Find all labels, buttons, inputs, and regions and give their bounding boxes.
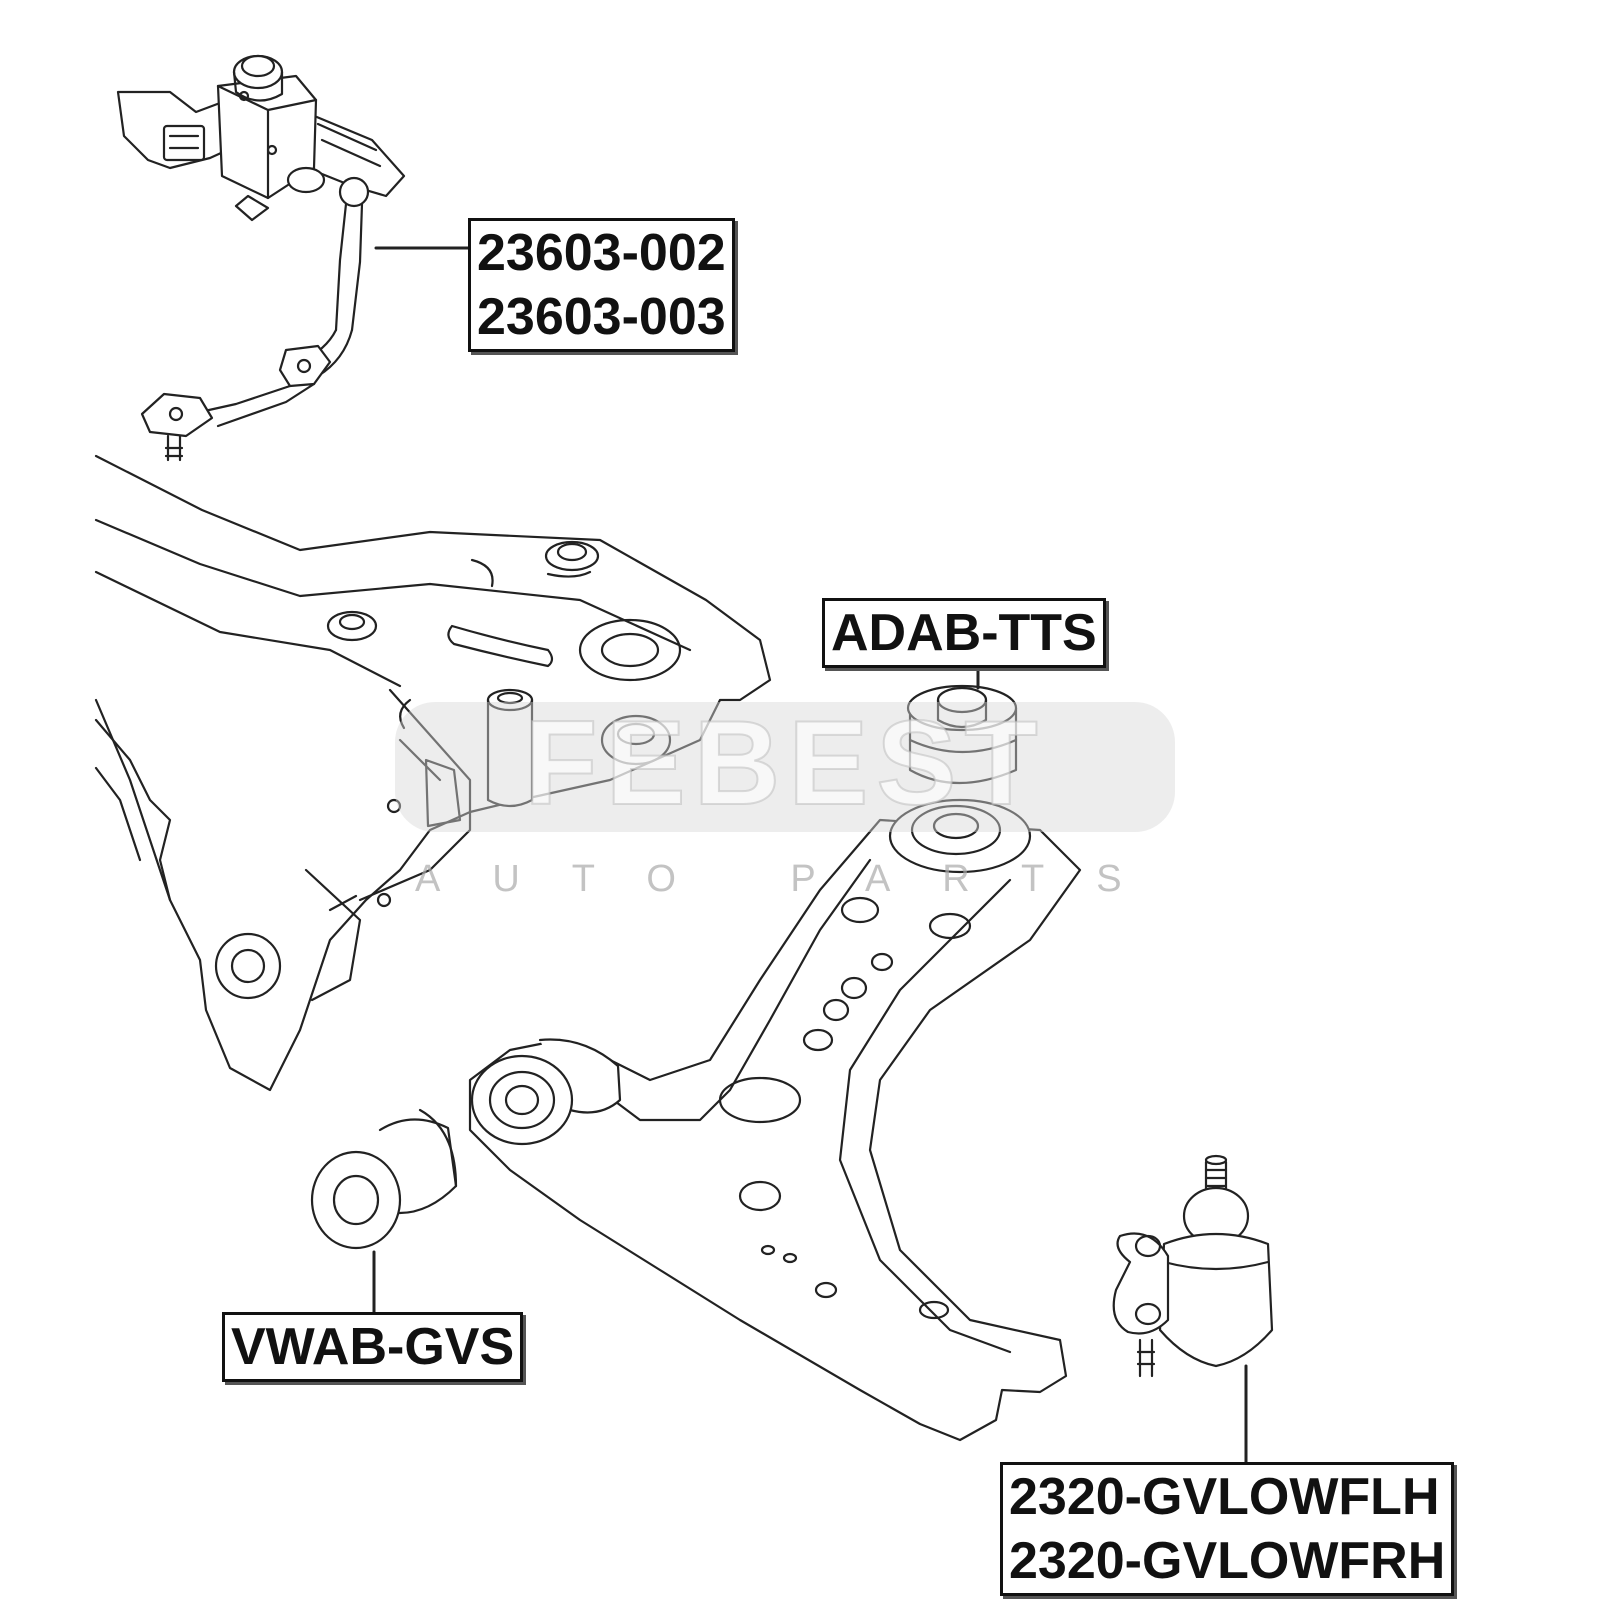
callout-leveling-sensor: 23603-002 23603-003 bbox=[468, 218, 735, 352]
part-number-2320-gvlowfrh: 2320-GVLOWFRH bbox=[1009, 1532, 1446, 1590]
callout-front-bushing: VWAB-GVS bbox=[222, 1312, 524, 1382]
subframe-drawing bbox=[94, 454, 772, 1092]
part-number-23603-003: 23603-003 bbox=[477, 288, 726, 346]
part-number-adab-tts: ADAB-TTS bbox=[831, 604, 1097, 662]
upper-bushing-drawing bbox=[906, 684, 1018, 784]
callout-ball-joint: 2320-GVLOWFLH 2320-GVLOWFRH bbox=[1000, 1462, 1455, 1596]
watermark-plate bbox=[395, 702, 1175, 832]
part-number-vwab-gvs: VWAB-GVS bbox=[231, 1318, 515, 1376]
part-number-2320-gvlowflh: 2320-GVLOWFLH bbox=[1009, 1468, 1440, 1526]
part-number-23603-002: 23603-002 bbox=[477, 224, 726, 282]
ball-joint-drawing bbox=[1112, 1154, 1274, 1378]
control-arm-drawing bbox=[468, 798, 1082, 1442]
leveling-sensor-drawing bbox=[116, 54, 406, 462]
callout-upper-bushing: ADAB-TTS bbox=[822, 598, 1106, 668]
front-bushing-drawing bbox=[310, 1108, 458, 1250]
